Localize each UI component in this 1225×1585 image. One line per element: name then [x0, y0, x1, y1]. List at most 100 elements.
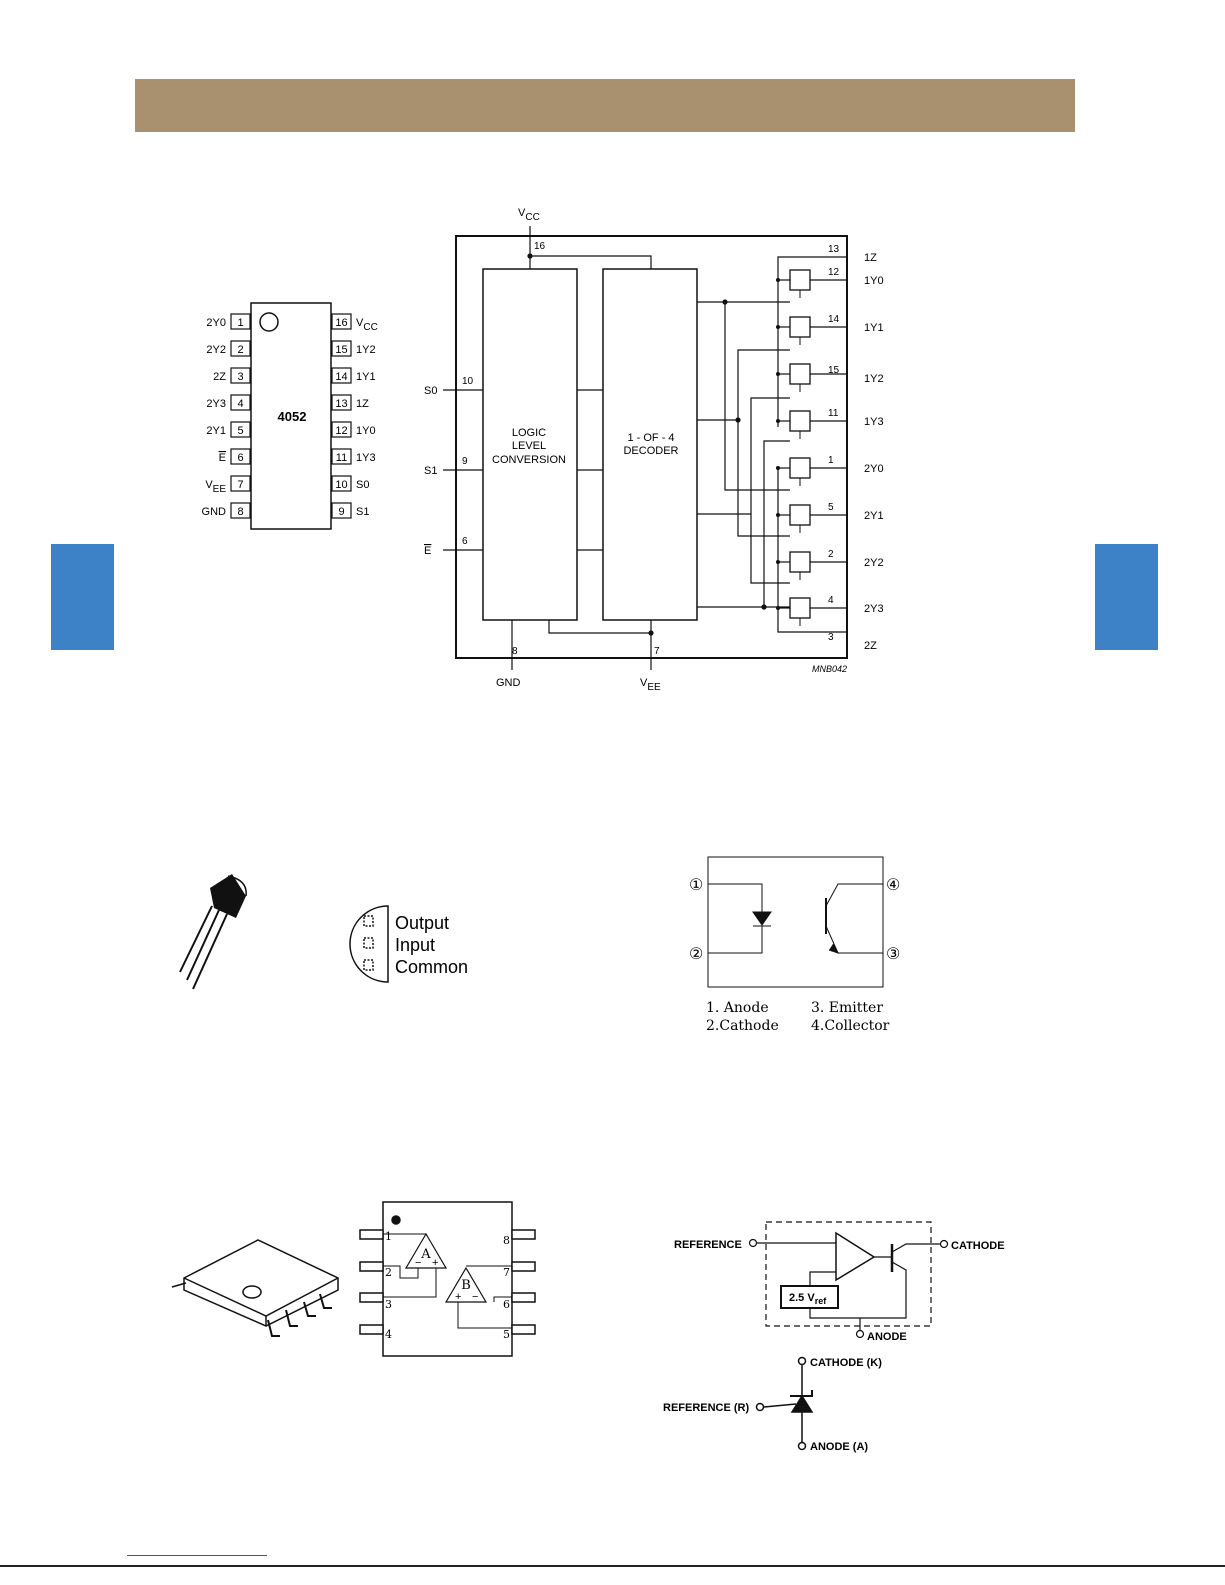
- left-pin-name: 2Y1: [206, 425, 226, 437]
- opto-pin4: ④: [886, 875, 900, 894]
- output-pin-num: 1: [828, 455, 834, 466]
- output-label: 2Y2: [864, 557, 884, 569]
- switch-box: [789, 410, 811, 432]
- analog-switches: [776, 269, 847, 626]
- left-pin-name: VEE: [205, 479, 226, 495]
- opto-pin3: ③: [886, 944, 900, 963]
- right-pin-name: 1Y3: [356, 452, 376, 464]
- switch-junction: [776, 278, 780, 282]
- right-pin-box: [331, 448, 352, 465]
- logic-line2: LEVEL: [512, 440, 546, 452]
- to92-package-drawing: [179, 874, 247, 990]
- output-pin-num: 5: [828, 502, 834, 513]
- left-pin-box: [230, 421, 251, 438]
- output-label: 1Z: [864, 252, 877, 264]
- input-label: E: [424, 545, 431, 557]
- left-pin-box: [230, 448, 251, 465]
- switch-junction: [776, 372, 780, 376]
- opamp-b-label: B: [461, 1278, 471, 1293]
- output-pin-num: 11: [828, 408, 839, 419]
- right-pin-number: 16: [335, 317, 347, 329]
- vcc-label: VCC: [518, 207, 540, 223]
- output-pin-num: 3: [828, 632, 834, 643]
- ref-block-reference: REFERENCE: [674, 1239, 742, 1251]
- right-pin-number: 9: [338, 506, 344, 518]
- switch-junction: [776, 513, 780, 517]
- switch-box: [789, 597, 811, 619]
- vee-pin-num: 7: [654, 646, 660, 657]
- output-pin-num: 12: [828, 267, 840, 278]
- decoder-line1: 1 - OF - 4: [627, 432, 674, 444]
- left-pin-name: E: [219, 452, 226, 464]
- right-pin-name: 1Y1: [356, 371, 376, 383]
- ref-block-vref: 2.5 Vref: [789, 1292, 827, 1306]
- switch-box: [789, 316, 811, 338]
- opamp-pin-number: 4: [385, 1328, 392, 1341]
- input-label: S1: [424, 465, 437, 477]
- chip-label: 4052: [278, 409, 307, 424]
- left-pin-number: 1: [237, 317, 243, 329]
- switch-junction: [776, 466, 780, 470]
- input-pin-num: 10: [462, 376, 474, 387]
- side-tab-right: [1095, 544, 1158, 650]
- switch-junction: [776, 606, 780, 610]
- block-labels: S010S19E61Z131Y0121Y1141Y2151Y3112Y012Y1…: [424, 244, 884, 652]
- output-label: 1Y1: [864, 322, 884, 334]
- optocoupler-schematic: [707, 856, 884, 988]
- switch-box: [789, 504, 811, 526]
- right-pin-name: 1Z: [356, 398, 369, 410]
- pinout-4052: [250, 302, 332, 530]
- footer-rule: [0, 1565, 1225, 1567]
- right-pin-box: [331, 313, 352, 330]
- left-pin-number: 6: [237, 452, 243, 464]
- left-pin-name: 2Y2: [206, 344, 226, 356]
- right-pin-number: 15: [335, 344, 347, 356]
- block-diagram-4052: [443, 226, 848, 670]
- left-pin-number: 8: [237, 506, 243, 518]
- logic-line1: LOGIC: [512, 427, 546, 439]
- soic8-package-drawing: [171, 1239, 339, 1337]
- input-label: S0: [424, 385, 437, 397]
- switch-junction: [776, 419, 780, 423]
- right-pin-box: [331, 502, 352, 519]
- ref-symbol-reference: REFERENCE (R): [663, 1402, 750, 1414]
- opamp-b-minus: −: [472, 1291, 478, 1303]
- shunt-reference-symbol: [755, 1356, 814, 1451]
- opto-pin2: ②: [689, 944, 703, 963]
- left-pin-number: 7: [237, 479, 243, 491]
- right-pin-name: 1Y0: [356, 425, 376, 437]
- left-pin-box: [230, 313, 251, 330]
- output-label: 1Y2: [864, 373, 884, 385]
- vee-label: VEE: [640, 677, 661, 693]
- right-pin-box: [331, 340, 352, 357]
- right-pin-name: S0: [356, 479, 369, 491]
- output-pin-num: 2: [828, 549, 834, 560]
- left-pin-number: 3: [237, 371, 243, 383]
- right-pin-number: 10: [335, 479, 347, 491]
- right-pin-name: S1: [356, 506, 369, 518]
- chip-body: [250, 302, 332, 530]
- opto-legend-emitter: 3. Emitter: [811, 1000, 883, 1016]
- ref-symbol-cathode: CATHODE (K): [810, 1357, 882, 1369]
- input-pin-num: 6: [462, 536, 468, 547]
- right-pin-number: 14: [335, 371, 347, 383]
- ref-block-anode: ANODE: [867, 1331, 907, 1343]
- right-pin-box: [331, 475, 352, 492]
- opamp-pin-number: 5: [503, 1328, 510, 1341]
- left-pin-box: [230, 340, 251, 357]
- opamp-pin-number: 8: [503, 1234, 510, 1247]
- footer-link-underline[interactable]: [127, 1555, 267, 1556]
- output-label: 2Y3: [864, 603, 884, 615]
- opto-legend-collector: 4.Collector: [811, 1018, 890, 1034]
- right-pin-box: [331, 367, 352, 384]
- switch-box: [789, 363, 811, 385]
- opamp-a-plus: +: [432, 1257, 438, 1269]
- opamp-pin-number: 6: [503, 1298, 510, 1311]
- output-pin-num: 13: [828, 244, 840, 255]
- gnd-pin-num: 8: [512, 646, 518, 657]
- output-label: 1Y3: [864, 416, 884, 428]
- output-label: 1Y0: [864, 275, 884, 287]
